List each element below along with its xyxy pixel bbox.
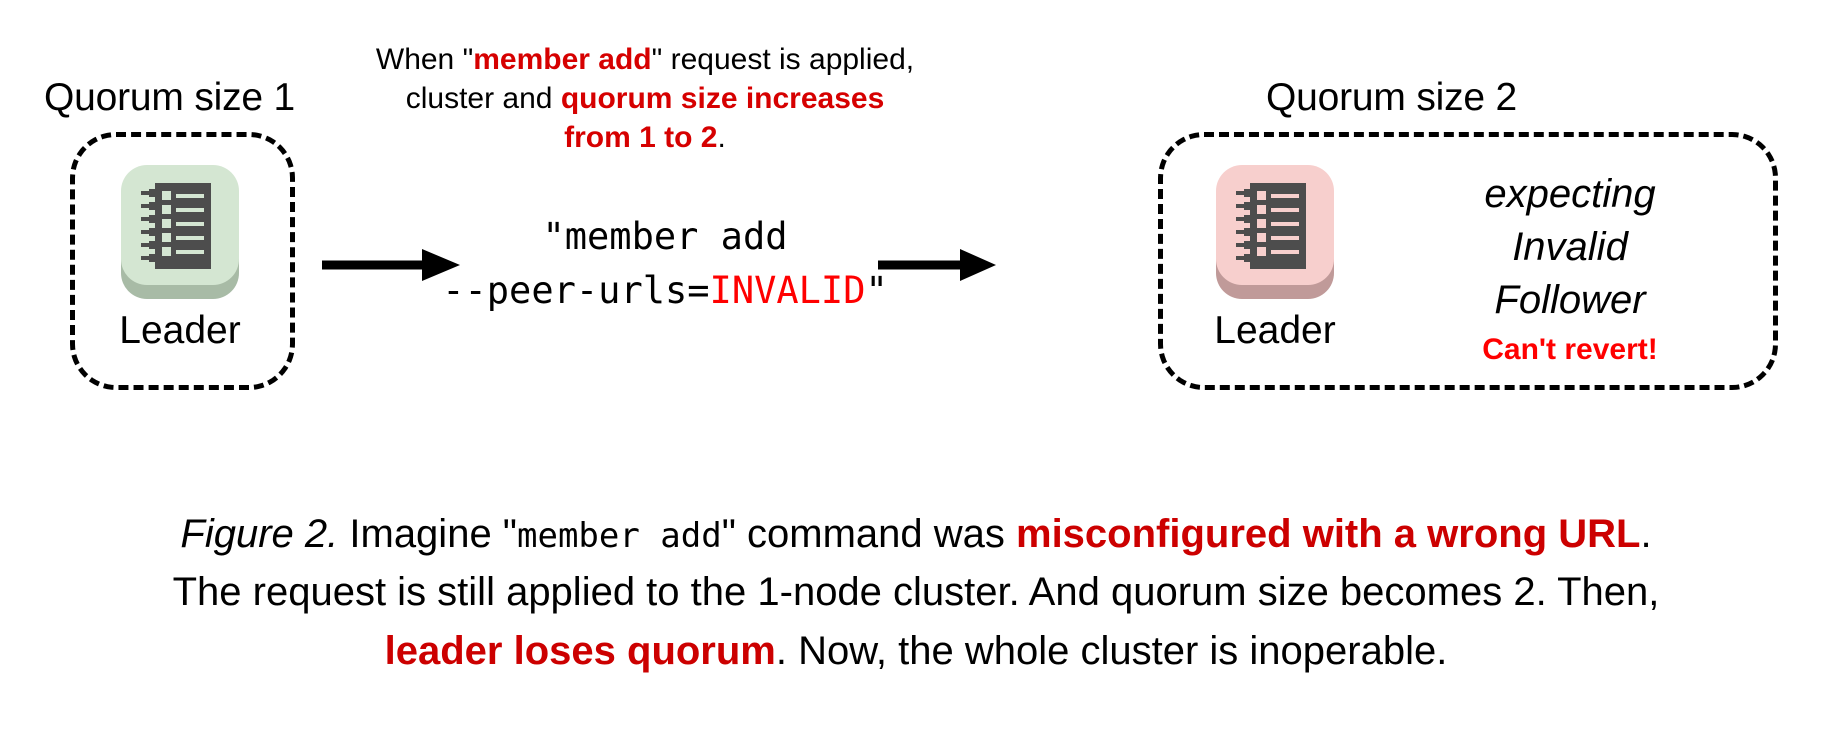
expecting-line-2: Invalid: [1512, 225, 1628, 270]
figure-label: Figure 2.: [180, 512, 339, 556]
command-text: "member add --peer-urls=INVALID": [430, 210, 900, 317]
note-emphasis: member add: [473, 43, 652, 76]
figure-caption: Figure 2. Imagine "member add" command w…: [0, 505, 1832, 680]
note-emphasis: from 1 to 2: [564, 121, 718, 154]
expecting-line-3: Follower: [1494, 278, 1646, 323]
left-node-tile: [117, 165, 243, 299]
caption-text: . Now, the whole cluster is inoperable.: [775, 628, 1448, 673]
caption-text: " command was: [721, 512, 1016, 556]
right-node-tile: [1212, 165, 1338, 299]
top-annotation: When "member add" request is applied, cl…: [352, 40, 938, 157]
caption-emphasis: misconfigured with a wrong URL: [1016, 512, 1641, 556]
ledger-icon: [1236, 183, 1306, 269]
arrow-left-to-command: [322, 245, 462, 285]
left-cluster-title: Quorum size 1: [44, 76, 295, 119]
top-annotation-line-3: from 1 to 2.: [352, 118, 938, 157]
note-text: When ": [375, 43, 474, 76]
caption-text: Imagine ": [338, 512, 517, 556]
right-cluster-box: [1158, 132, 1778, 390]
left-cluster-box: [70, 132, 295, 390]
arrow-command-to-right: [878, 245, 998, 285]
caption-code: member add: [517, 516, 722, 556]
command-line-1: "member add: [542, 215, 788, 258]
command-flag: --peer-urls=: [442, 268, 710, 312]
caption-line-1: Figure 2. Imagine "member add" command w…: [0, 505, 1832, 563]
command-line-2: --peer-urls=INVALID": [430, 264, 900, 318]
right-node-label: Leader: [1214, 309, 1336, 352]
cant-revert-warning: Can't revert!: [1482, 333, 1658, 366]
right-leader-node: Leader: [1212, 165, 1338, 350]
note-text: " request is applied,: [651, 43, 915, 76]
expecting-line-1: expecting: [1484, 172, 1656, 216]
ledger-icon: [141, 183, 211, 269]
top-annotation-line-1: When "member add" request is applied,: [352, 40, 938, 79]
caption-line-3: leader loses quorum. Now, the whole clus…: [0, 622, 1832, 680]
note-emphasis: quorum size increases: [560, 82, 885, 115]
expecting-invalid-follower: expecting Invalid Follower: [1400, 168, 1740, 328]
top-annotation-line-2: cluster and quorum size increases: [352, 79, 938, 118]
command-quote: ": [865, 268, 888, 312]
note-text: .: [717, 121, 726, 154]
left-leader-node: Leader: [117, 165, 243, 350]
command-invalid-value: INVALID: [709, 268, 866, 312]
caption-emphasis: leader loses quorum: [384, 628, 776, 673]
caption-text: .: [1640, 512, 1652, 556]
note-text: cluster and: [405, 82, 561, 115]
caption-line-2: The request is still applied to the 1-no…: [172, 570, 1660, 615]
left-node-label: Leader: [119, 309, 241, 352]
right-cluster-title: Quorum size 2: [1266, 76, 1517, 119]
